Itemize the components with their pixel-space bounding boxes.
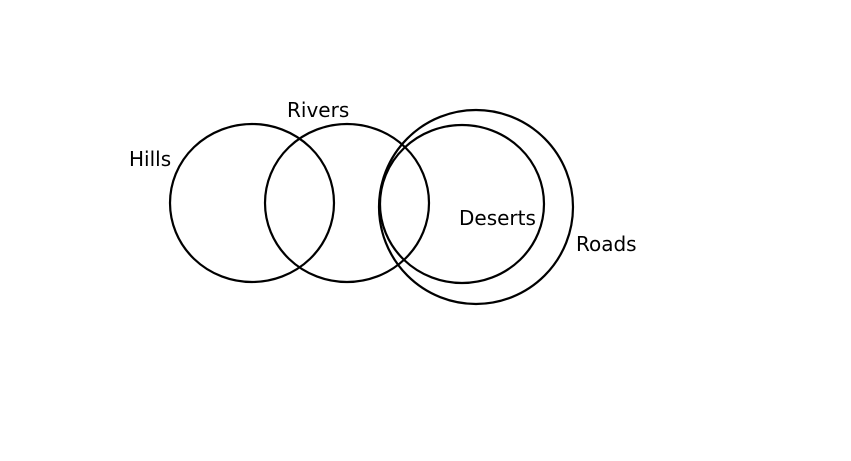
deserts-label: Deserts	[459, 206, 536, 230]
rivers-label: Rivers	[287, 98, 349, 122]
hills-label: Hills	[129, 147, 171, 171]
rivers-circle	[263, 122, 431, 284]
hills-circle	[168, 122, 336, 284]
roads-label: Roads	[576, 232, 637, 256]
deserts-circle	[378, 123, 546, 285]
